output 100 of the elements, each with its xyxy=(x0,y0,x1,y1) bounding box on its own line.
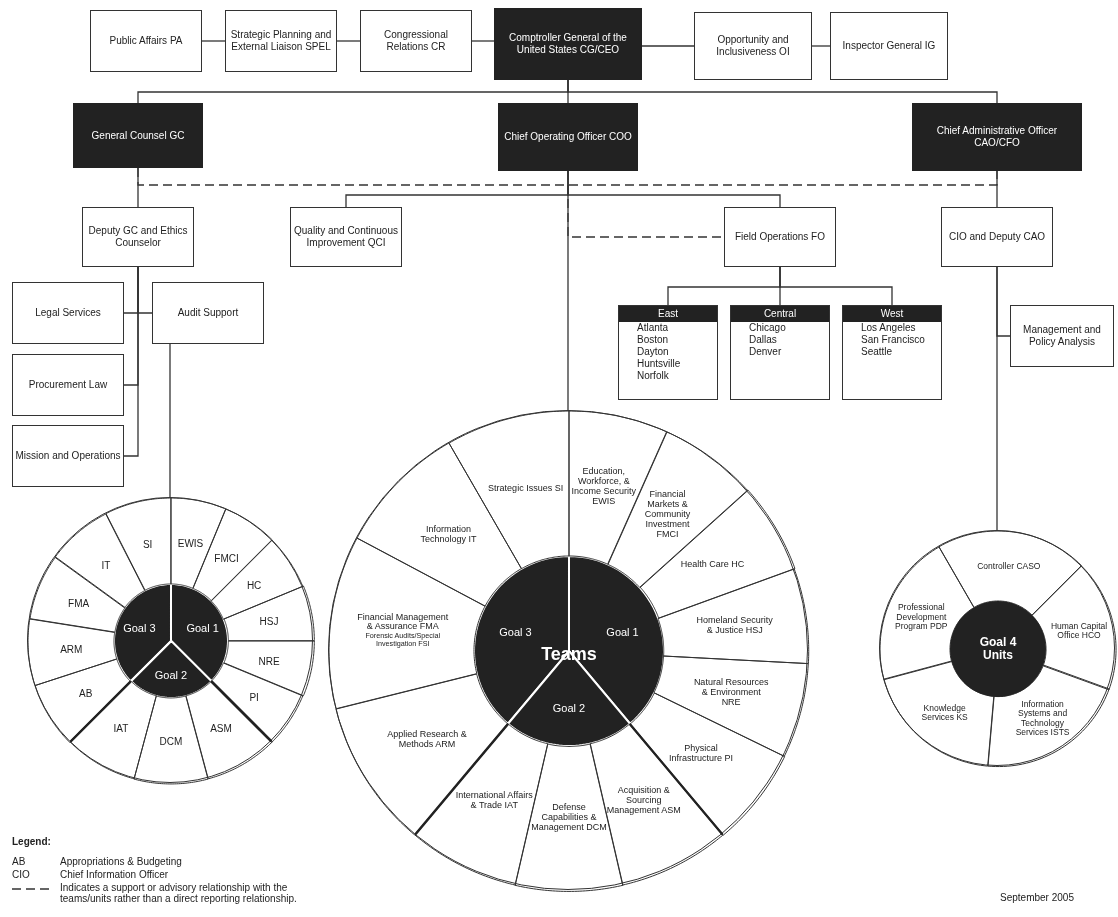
goal-sector xyxy=(130,641,212,698)
hub-label: Goal 4 Units xyxy=(978,635,1018,663)
sector-label: Information Systems and Technology Services ISTS xyxy=(1014,700,1071,738)
sector-label: IT xyxy=(100,559,112,571)
team-sector xyxy=(28,618,117,686)
sector-label: Information Technology IT xyxy=(419,524,478,545)
org-box xyxy=(152,282,264,344)
sector-label: HC xyxy=(245,579,263,591)
sector-label: Financial Management & Assurance FMA xyxy=(356,612,449,633)
connector-line xyxy=(567,79,998,104)
sector-label: Goal 3 xyxy=(498,625,533,638)
connector-line xyxy=(567,170,569,411)
sector-label: FMCI xyxy=(213,552,240,564)
sector-label: Physical Infrastructure PI xyxy=(667,744,734,764)
org-box xyxy=(73,103,203,168)
legend-text: Indicates a support or advisory relationship with the teams/units rather than a direct reporting relationship. xyxy=(60,882,298,904)
sector-label: FMA xyxy=(67,597,91,609)
region-box xyxy=(730,305,830,400)
sector-label: Goal 2 xyxy=(153,669,189,682)
org-box xyxy=(941,207,1053,267)
box-label: CIO and Deputy CAO xyxy=(948,231,1046,243)
sector-label: Natural Resources & Environment NRE xyxy=(692,678,770,708)
org-box xyxy=(90,10,202,72)
box-label: Field Operations FO xyxy=(734,231,825,243)
city-name: Dallas xyxy=(749,334,777,346)
box-label: Strategic Planning and External Liaison SPEL xyxy=(229,29,333,53)
team-sector xyxy=(357,443,522,607)
org-box xyxy=(1010,305,1114,367)
city-name: Dayton xyxy=(637,346,669,358)
city-name: Los Angeles xyxy=(861,322,916,334)
team-sector xyxy=(29,556,125,633)
box-label: Mission and Operations xyxy=(15,450,121,462)
connector-line xyxy=(201,40,226,42)
connector-line xyxy=(996,170,998,208)
box-label: Chief Operating Officer COO xyxy=(504,131,632,143)
region-header: Central xyxy=(731,306,829,322)
connector-line xyxy=(811,45,831,47)
team-sector xyxy=(134,696,208,784)
sector-label: Knowledge Services KS xyxy=(920,703,969,722)
box-label: Public Affairs PA xyxy=(109,35,183,47)
org-box xyxy=(912,103,1082,171)
legend-text: AB xyxy=(12,856,26,867)
sector-label: Goal 1 xyxy=(605,625,640,638)
date-note: September 2005 xyxy=(1000,892,1074,903)
legend-text: Chief Information Officer xyxy=(60,869,169,880)
city-name: Chicago xyxy=(749,322,786,334)
city-name: Huntsville xyxy=(637,358,681,370)
city-name: Boston xyxy=(637,334,669,346)
org-box xyxy=(360,10,472,72)
box-label: Opportunity and Inclusiveness OI xyxy=(715,34,791,58)
sector-label: Strategic Issues SI xyxy=(487,484,565,495)
sector-label: Acquisition & Sourcing Management ASM xyxy=(605,786,682,816)
sector-label: Homeland Security & Justice HSJ xyxy=(695,616,774,637)
connector-line xyxy=(137,167,139,208)
org-box xyxy=(724,207,836,267)
box-label: Legal Services xyxy=(35,307,101,319)
box-label: Inspector General IG xyxy=(842,40,936,52)
region-box xyxy=(618,305,718,400)
sector-label: EWIS xyxy=(176,537,205,549)
org-box xyxy=(12,425,124,487)
connector-line xyxy=(336,40,361,42)
sector-label: Professional Development Program PDP xyxy=(894,603,949,632)
sector-label: Goal 3 xyxy=(122,621,157,634)
box-label: Quality and Continuous Improvement QCI xyxy=(293,225,399,249)
city-name: Seattle xyxy=(861,346,893,358)
box-label: Procurement Law xyxy=(28,379,108,391)
box-label: General Counsel GC xyxy=(91,129,185,142)
team-sector xyxy=(658,568,809,664)
sector-label: Goal 1 xyxy=(185,621,220,634)
sector-label: DCM xyxy=(158,735,184,747)
org-box xyxy=(498,103,638,171)
box-label: Management and Policy Analysis xyxy=(1022,324,1102,348)
connector-line xyxy=(641,45,695,47)
sector-label: Human Capital Office HCO xyxy=(1049,621,1109,641)
sector-label: Goal 2 xyxy=(551,701,587,715)
legend-title: Legend: xyxy=(12,836,51,847)
sector-label: IAT xyxy=(112,722,130,734)
box-label: Comptroller General of the United States CG/CEO xyxy=(508,32,628,56)
city-name: Norfolk xyxy=(637,370,669,382)
region-box xyxy=(842,305,942,400)
team-sector xyxy=(69,681,157,780)
sector-label: ASM xyxy=(209,722,233,734)
sector-label: ARM xyxy=(59,643,84,655)
box-label: Deputy GC and Ethics Counselor xyxy=(87,225,189,249)
connector-line xyxy=(471,40,495,42)
sector-label: SI xyxy=(141,538,154,550)
sector-label: PI xyxy=(248,691,260,703)
box-label: Audit Support xyxy=(177,307,239,319)
city-name: Atlanta xyxy=(637,322,669,334)
legend-text: CIO xyxy=(12,869,30,880)
sector-label: Financial Markets & Community Investment FMCI xyxy=(643,490,692,541)
org-box xyxy=(12,282,124,344)
team-sector xyxy=(35,658,131,743)
box-label: Congressional Relations CR xyxy=(383,29,449,53)
sector-label: Health Care HC xyxy=(679,559,746,570)
org-box xyxy=(12,354,124,416)
legend-text: Appropriations & Budgeting xyxy=(60,856,182,867)
org-box xyxy=(82,207,194,267)
org-box xyxy=(290,207,402,267)
connector-line xyxy=(779,266,893,306)
